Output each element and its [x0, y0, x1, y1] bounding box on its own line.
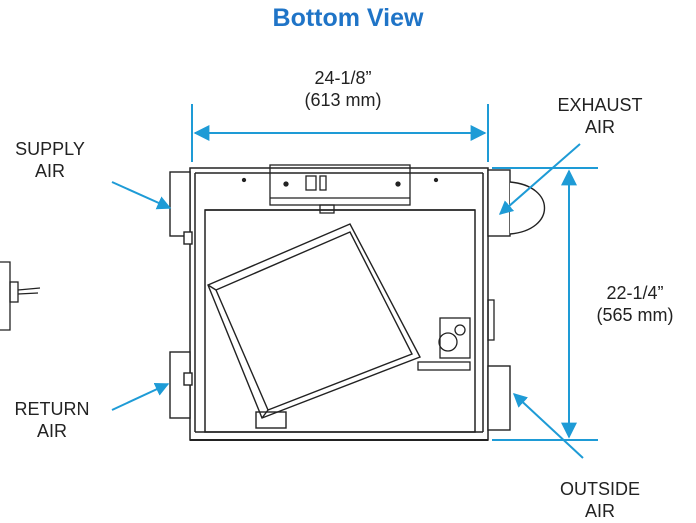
width-imperial: 24-1/8”	[314, 68, 372, 88]
supply-air-arrow	[111, 181, 172, 210]
exhaust-air-arrow	[498, 143, 581, 215]
height-metric: (565 mm)	[596, 305, 674, 325]
outside-air-label: OUTSIDE AIR	[559, 479, 640, 521]
return-air-arrow	[111, 382, 170, 411]
heat-exchanger-core	[207, 223, 421, 429]
duct-collars	[169, 169, 546, 431]
adjacent-unit-fragment	[0, 261, 41, 331]
width-metric: (613 mm)	[304, 90, 382, 110]
height-imperial: 22-1/4”	[606, 283, 664, 303]
width-dimension	[191, 104, 489, 162]
width-dimension-label: 24-1/8” (613 mm)	[268, 67, 418, 111]
height-dimension-label: 22-1/4” (565 mm)	[576, 282, 694, 326]
control-panel	[241, 164, 439, 214]
airflow-arrows	[111, 143, 584, 459]
supply-air-label: SUPPLY AIR	[15, 139, 85, 181]
height-dimension	[492, 167, 598, 441]
outside-air-arrow	[512, 393, 584, 459]
return-air-label: RETURN AIR	[14, 399, 90, 441]
motor-assembly	[417, 299, 495, 371]
page-title: Bottom View	[272, 4, 424, 32]
exhaust-air-label: EXHAUST AIR	[557, 95, 643, 137]
